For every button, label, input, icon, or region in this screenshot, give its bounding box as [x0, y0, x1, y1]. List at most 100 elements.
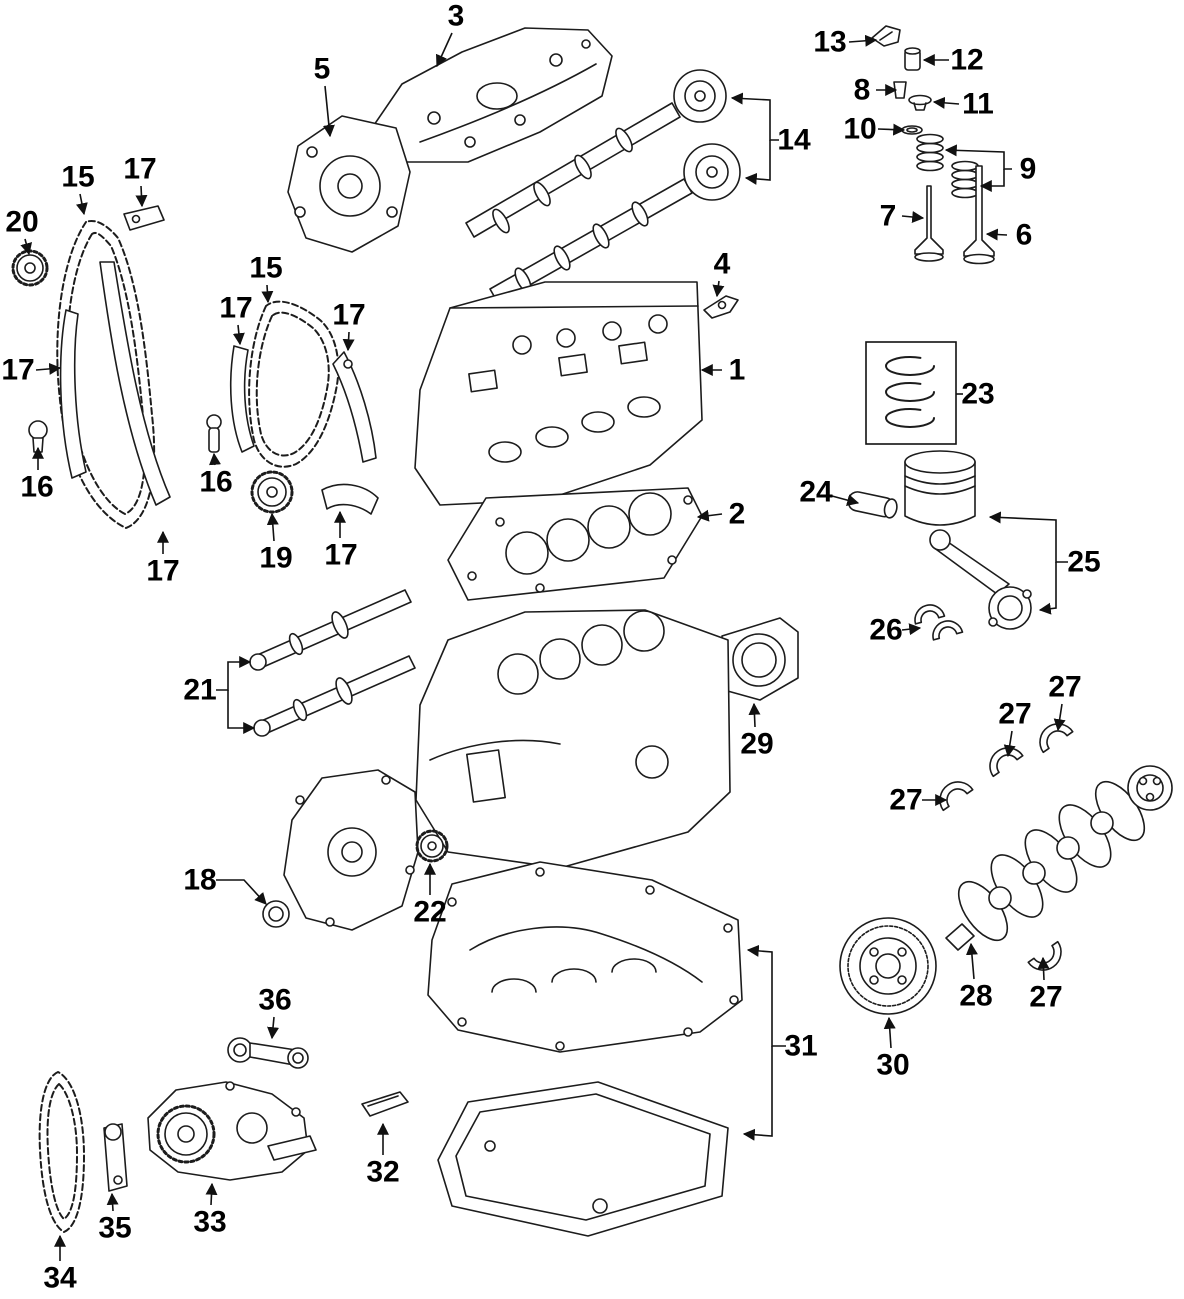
callout-3-0: 3: [448, 0, 465, 33]
leader-line-9: [944, 144, 1012, 170]
piston-pin-drawing: [847, 491, 898, 519]
callout-28-37: 28: [959, 980, 992, 1013]
leader-line-33: [205, 1182, 218, 1206]
chain-guide-lower-drawing: [321, 483, 379, 515]
camshaft-intake-drawing: [489, 143, 741, 304]
leader-line-15: [261, 284, 274, 304]
callout-8-4: 8: [854, 74, 871, 107]
callout-box-23: [865, 341, 957, 445]
callout-27-32: 27: [1048, 671, 1081, 704]
callout-17-17: 17: [332, 299, 365, 332]
leader-line-27: [1053, 703, 1066, 732]
leader-line-36: [267, 1016, 279, 1040]
callout-13-2: 13: [813, 26, 846, 59]
leader-line-25: [988, 511, 1068, 563]
callout-16-20: 16: [20, 471, 53, 504]
valve-spring-b-drawing: [951, 160, 979, 199]
chain-guide-top-drawing: [123, 205, 165, 231]
callout-16-21: 16: [199, 466, 232, 499]
chain-guide-center-left-drawing: [229, 345, 255, 453]
callout-31-40: 31: [784, 1030, 817, 1063]
leader-line-6: [985, 228, 1008, 241]
tensioner-bolt-center-drawing: [206, 414, 222, 453]
valve-b-drawing: [963, 165, 995, 265]
valve-a-drawing: [914, 185, 944, 262]
spring-retainer-drawing: [908, 94, 932, 111]
leader-line-4: [712, 280, 725, 298]
spring-seat-drawing: [901, 125, 923, 135]
leader-line-25: [1038, 562, 1057, 615]
leader-line-18: [216, 879, 267, 905]
leader-line-21: [216, 656, 252, 691]
timing-cover-lower-drawing: [283, 769, 419, 931]
callout-36-41: 36: [258, 984, 291, 1017]
parts-layer: [11, 25, 1173, 1237]
crank-seal-drawing: [262, 900, 290, 928]
balance-sprocket-drawing: [250, 470, 294, 514]
crankshaft-drawing: [945, 765, 1173, 951]
callout-17-24: 17: [324, 539, 357, 572]
oil-pump-drawing: [147, 1081, 317, 1181]
upper-oil-pan-drawing: [427, 861, 743, 1053]
leader-line-35: [106, 1192, 119, 1212]
leader-line-17: [342, 331, 355, 352]
valve-cover-drawing: [371, 27, 613, 163]
callout-1-19: 1: [729, 354, 746, 387]
leader-line-27: [1037, 956, 1050, 981]
crank-sprocket-drawing: [11, 249, 49, 287]
crank-pulley-drawing: [839, 917, 937, 1015]
leader-line-13: [848, 34, 878, 47]
leader-line-14: [730, 92, 779, 141]
pump-drive-gear-drawing: [415, 829, 449, 863]
callout-12-3: 12: [950, 44, 983, 77]
callout-25-28: 25: [1067, 546, 1100, 579]
leader-line-26: [901, 623, 922, 636]
valve-spring-a-drawing: [916, 133, 944, 172]
leader-line-16: [209, 452, 221, 466]
callout-17-22: 17: [146, 555, 179, 588]
callout-7-9: 7: [880, 200, 897, 233]
callout-26-29: 26: [869, 614, 902, 647]
leader-line-24: [831, 494, 860, 506]
callout-27-33: 27: [998, 698, 1031, 731]
callout-18-35: 18: [183, 864, 216, 897]
cam-retainer-drawing: [871, 25, 901, 47]
oil-pump-chain-drawing: [38, 1071, 85, 1233]
piston-rings-drawing: [885, 356, 935, 428]
leader-line-11: [932, 96, 960, 109]
callout-27-38: 27: [1029, 981, 1062, 1014]
callout-19-23: 19: [259, 542, 292, 575]
leader-line-14: [744, 140, 771, 185]
rear-main-seal-drawing: [721, 617, 799, 701]
leader-line-19: [266, 512, 279, 542]
valve-lifter-drawing: [904, 47, 921, 71]
leader-line-2: [696, 509, 723, 522]
callout-4-18: 4: [714, 248, 731, 281]
callout-22-36: 22: [413, 896, 446, 929]
leader-line-30: [883, 1016, 896, 1049]
head-gasket-drawing: [447, 487, 703, 601]
rod-bearings-drawing: [914, 604, 964, 641]
tensioner-rail-inner-drawing: [99, 261, 171, 506]
callout-24-27: 24: [799, 476, 833, 509]
upper-timing-cover-drawing: [287, 115, 411, 253]
camshaft-exhaust-drawing: [465, 69, 727, 238]
cylinder-head-drawing: [414, 281, 703, 506]
leader-line-10: [877, 123, 906, 136]
callout-2-25: 2: [729, 498, 746, 531]
callout-29-31: 29: [740, 728, 773, 761]
chain-tensioner-left-drawing: [28, 420, 48, 453]
callout-27-34: 27: [889, 784, 922, 817]
leader-line-31: [746, 944, 786, 1047]
leader-line-29: [748, 702, 761, 728]
guide-rail-32-drawing: [361, 1091, 409, 1117]
callout-15-15: 15: [249, 252, 282, 285]
callout-33-43: 33: [193, 1206, 226, 1239]
callout-35-44: 35: [98, 1212, 131, 1245]
leader-line-17: [35, 362, 62, 375]
pump-bolt-drawing: [227, 1037, 309, 1069]
leader-line-27: [1003, 730, 1016, 758]
leader-line-17: [135, 185, 148, 208]
